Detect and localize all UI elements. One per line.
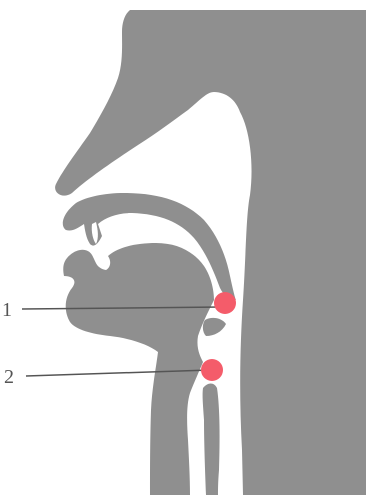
marker-2-label: 2 — [4, 366, 14, 388]
epiglottis — [203, 384, 220, 495]
marker-1-label: 1 — [2, 299, 12, 321]
marker-1-dot — [214, 292, 236, 314]
marker-2-dot — [201, 359, 223, 381]
tongue-and-lower-jaw — [63, 243, 214, 495]
uvula — [203, 318, 226, 336]
